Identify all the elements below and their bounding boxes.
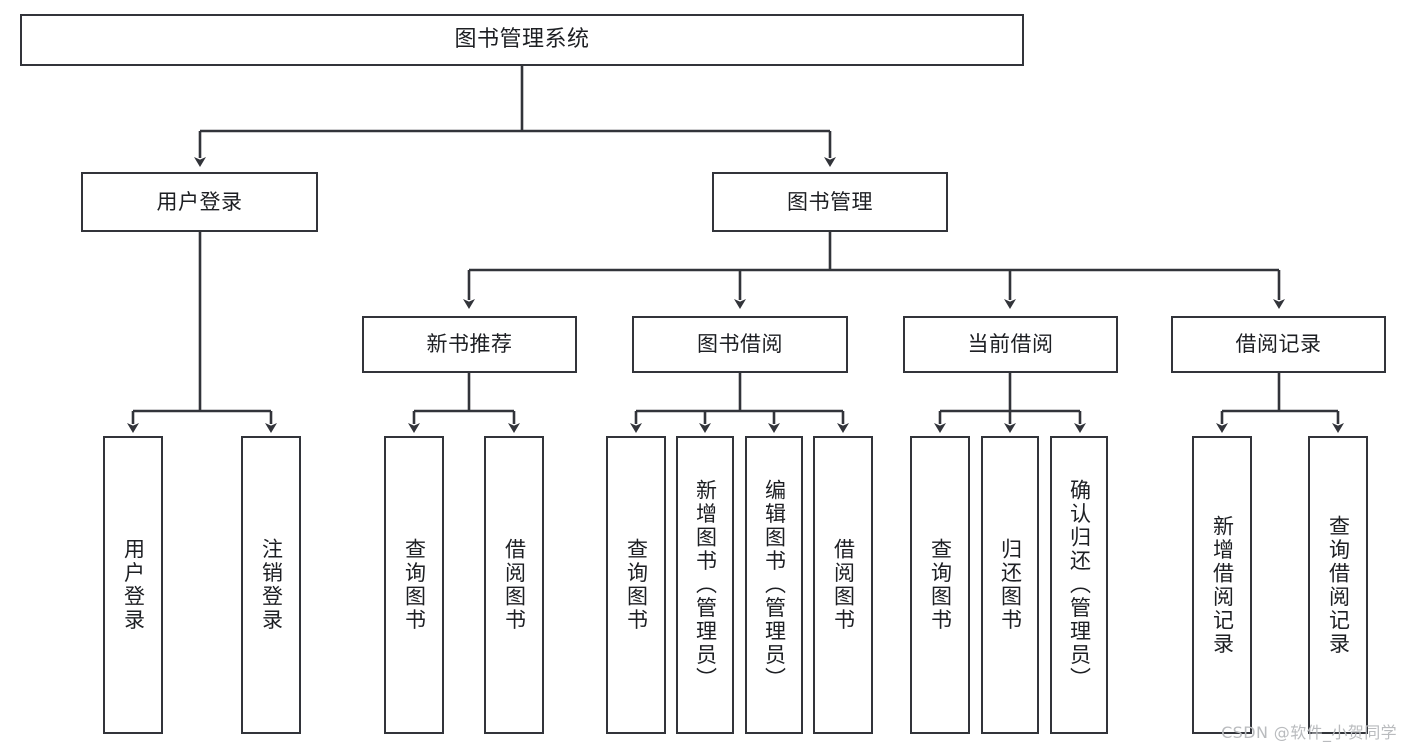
node-label: 新书推荐 <box>426 332 513 357</box>
leaf-new-book-borrow-book[interactable]: 借阅图书 <box>484 436 544 734</box>
node-label: 查询图书 <box>624 538 649 632</box>
node-label: 归还图书 <box>998 538 1023 632</box>
node-label: 编辑图书（管理员） <box>762 479 787 691</box>
node-new-book-recommendation[interactable]: 新书推荐 <box>362 316 577 373</box>
leaf-book-borrow-query-book[interactable]: 查询图书 <box>606 436 666 734</box>
node-label: 借阅记录 <box>1235 332 1322 357</box>
node-label: 图书管理 <box>787 189 873 214</box>
leaf-current-borrow-return-book[interactable]: 归还图书 <box>981 436 1039 734</box>
leaf-book-borrow-borrow-book[interactable]: 借阅图书 <box>813 436 873 734</box>
node-label: 新增借阅记录 <box>1210 514 1235 656</box>
leaf-current-borrow-confirm-return-admin[interactable]: 确认归还（管理员） <box>1050 436 1108 734</box>
leaf-borrow-record-query-record[interactable]: 查询借阅记录 <box>1308 436 1368 734</box>
node-label: 查询图书 <box>402 538 427 632</box>
node-user-login[interactable]: 用户登录 <box>81 172 318 232</box>
leaf-user-login-login[interactable]: 用户登录 <box>103 436 163 734</box>
node-borrowing-record[interactable]: 借阅记录 <box>1171 316 1386 373</box>
node-label: 确认归还（管理员） <box>1067 479 1092 691</box>
node-label: 用户登录 <box>156 189 243 214</box>
node-book-borrowing[interactable]: 图书借阅 <box>632 316 848 373</box>
node-label: 图书管理系统 <box>454 27 590 53</box>
leaf-book-borrow-add-book-admin[interactable]: 新增图书（管理员） <box>676 436 734 734</box>
node-label: 用户登录 <box>121 538 146 632</box>
leaf-borrow-record-add-record[interactable]: 新增借阅记录 <box>1192 436 1252 734</box>
leaf-new-book-query-book[interactable]: 查询图书 <box>384 436 444 734</box>
leaf-user-login-logout[interactable]: 注销登录 <box>241 436 301 734</box>
node-current-borrowing[interactable]: 当前借阅 <box>903 316 1118 373</box>
node-label: 借阅图书 <box>502 538 527 632</box>
node-label: 注销登录 <box>259 538 284 632</box>
node-label: 新增图书（管理员） <box>693 479 718 691</box>
node-label: 图书借阅 <box>697 332 783 357</box>
node-label: 当前借阅 <box>967 332 1054 357</box>
node-book-management[interactable]: 图书管理 <box>712 172 948 232</box>
node-label: 查询图书 <box>928 538 953 632</box>
leaf-current-borrow-query-book[interactable]: 查询图书 <box>910 436 970 734</box>
node-label: 查询借阅记录 <box>1326 514 1351 656</box>
csdn-watermark: CSDN @软件_小贺同学 <box>1221 723 1397 742</box>
leaf-book-borrow-edit-book-admin[interactable]: 编辑图书（管理员） <box>745 436 803 734</box>
node-root-book-management-system[interactable]: 图书管理系统 <box>20 14 1024 66</box>
node-label: 借阅图书 <box>831 538 856 632</box>
